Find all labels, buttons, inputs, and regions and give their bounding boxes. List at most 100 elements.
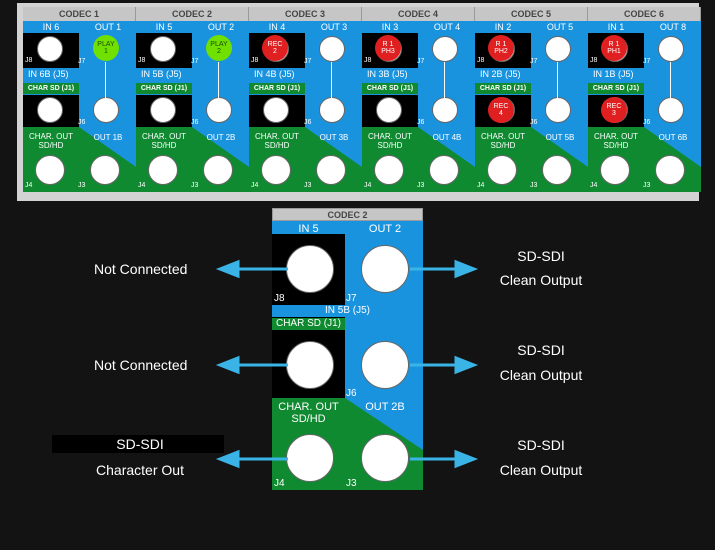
jack-j6-out[interactable] (206, 97, 232, 123)
jack-j6-in[interactable] (37, 97, 63, 123)
char-sd-strip (136, 83, 192, 94)
detail-jack-j3[interactable] (361, 434, 409, 482)
codec-title: CODEC 2 (136, 7, 249, 21)
status-led-text: PLAY 2 (210, 41, 228, 55)
jack-j6-out[interactable] (93, 97, 119, 123)
in-label: IN 4 (268, 22, 286, 32)
out-b-label: OUT 3B (319, 133, 349, 142)
jack-j7[interactable] (319, 36, 345, 62)
char-sd-strip (362, 83, 418, 94)
jack-j7[interactable] (658, 36, 684, 62)
jack-j6-in[interactable] (263, 97, 289, 123)
detail-jack-j6-in[interactable] (286, 341, 334, 389)
j6-label: J6 (643, 119, 651, 126)
status-led-mid-text: REC 4 (493, 103, 509, 117)
detail-jack-j6-out[interactable] (361, 341, 409, 389)
in-label: IN 1 (607, 22, 625, 32)
char-sd-label: CHAR SD (J1) (592, 85, 640, 92)
j4-label: J4 (138, 182, 146, 189)
jack-j8[interactable] (150, 36, 176, 62)
codec-2-detail: CODEC 2 IN 5 OUT 2 J8 J7 IN 5B (J5) CHAR… (272, 208, 423, 490)
jack-j7[interactable] (432, 36, 458, 62)
out-label: OUT 5 (546, 22, 574, 32)
jack-j4[interactable] (600, 155, 630, 185)
detail-jack-j7[interactable] (361, 245, 409, 293)
j6-label: J6 (78, 119, 86, 126)
in-label: IN 5 (155, 22, 173, 32)
jack-j3[interactable] (542, 155, 572, 185)
status-led-text: REC 2 (267, 41, 283, 55)
detail-title: CODEC 2 (272, 208, 423, 221)
codec-title: CODEC 5 (475, 7, 588, 21)
jack-j4[interactable] (148, 155, 178, 185)
annotation-clean-3-line1: SD-SDI (517, 437, 565, 453)
jack-j3[interactable] (203, 155, 233, 185)
status-led-top: R 1 PH2 (488, 35, 514, 61)
jack-j4[interactable] (35, 155, 65, 185)
jack-j8[interactable] (37, 36, 63, 62)
jack-j6-out[interactable] (432, 97, 458, 123)
arrow-left-3-head (215, 449, 240, 469)
annotation-clean-3-line2: Clean Output (499, 462, 583, 478)
in-label: IN 6 (42, 22, 60, 32)
detail-in-label: IN 5 (298, 223, 319, 235)
j3-label: J3 (78, 182, 86, 189)
jack-j6-out[interactable] (658, 97, 684, 123)
jack-j3[interactable] (90, 155, 120, 185)
char-sd-label: CHAR SD (J1) (27, 85, 75, 92)
j8-label: J8 (138, 57, 146, 64)
j7-label: J7 (530, 58, 538, 65)
in-b-label: IN 1B (J5) (593, 69, 634, 79)
detail-in-b-label: IN 5B (J5) (272, 305, 423, 317)
detail-j4-label: J4 (274, 478, 285, 489)
jack-j4[interactable] (374, 155, 404, 185)
annotation-clean-2-line1: SD-SDI (517, 342, 565, 358)
detail-jack-j8[interactable] (286, 245, 334, 293)
jack-j6-in[interactable] (376, 97, 402, 123)
jack-j6-out[interactable] (545, 97, 571, 123)
in-b-label: IN 2B (J5) (480, 69, 521, 79)
in-b-label: IN 4B (J5) (254, 69, 295, 79)
j7-label: J7 (78, 58, 86, 65)
in-label: IN 3 (381, 22, 399, 32)
out-label: OUT 1 (94, 22, 122, 32)
j6-label: J6 (304, 119, 312, 126)
status-led-text: R 1 PH2 (494, 41, 508, 55)
j8-label: J8 (251, 57, 259, 64)
j7-label: J7 (191, 58, 199, 65)
char-out-label: CHAR. OUT SD/HD (481, 132, 525, 150)
highlight-bar (52, 435, 224, 453)
in-label: IN 2 (494, 22, 512, 32)
jack-j7[interactable] (545, 36, 571, 62)
char-sd-strip (249, 83, 305, 94)
detail-jack-j4[interactable] (286, 434, 334, 482)
jack-j3[interactable] (655, 155, 685, 185)
j4-label: J4 (364, 182, 372, 189)
out-b-label: OUT 2B (206, 133, 236, 142)
char-sd-strip (475, 83, 531, 94)
jack-j3[interactable] (316, 155, 346, 185)
jack-j4[interactable] (261, 155, 291, 185)
char-out-label: CHAR. OUT SD/HD (142, 132, 186, 150)
char-sd-strip (23, 83, 79, 94)
detail-out-label: OUT 2 (368, 223, 402, 235)
j3-label: J3 (417, 182, 425, 189)
j7-label: J7 (304, 58, 312, 65)
jack-j6-out[interactable] (319, 97, 345, 123)
char-sd-label: CHAR SD (J1) (140, 85, 188, 92)
out-b-label: OUT 6B (658, 133, 688, 142)
jack-j6-in[interactable] (150, 97, 176, 123)
status-led-text: R 1 PH1 (607, 41, 621, 55)
arrow-left-2-head (215, 355, 240, 375)
out-label: OUT 8 (659, 22, 687, 32)
normal-link-line (444, 62, 445, 98)
jack-j3[interactable] (429, 155, 459, 185)
j3-label: J3 (643, 182, 651, 189)
jack-j4[interactable] (487, 155, 517, 185)
j8-label: J8 (590, 57, 598, 64)
